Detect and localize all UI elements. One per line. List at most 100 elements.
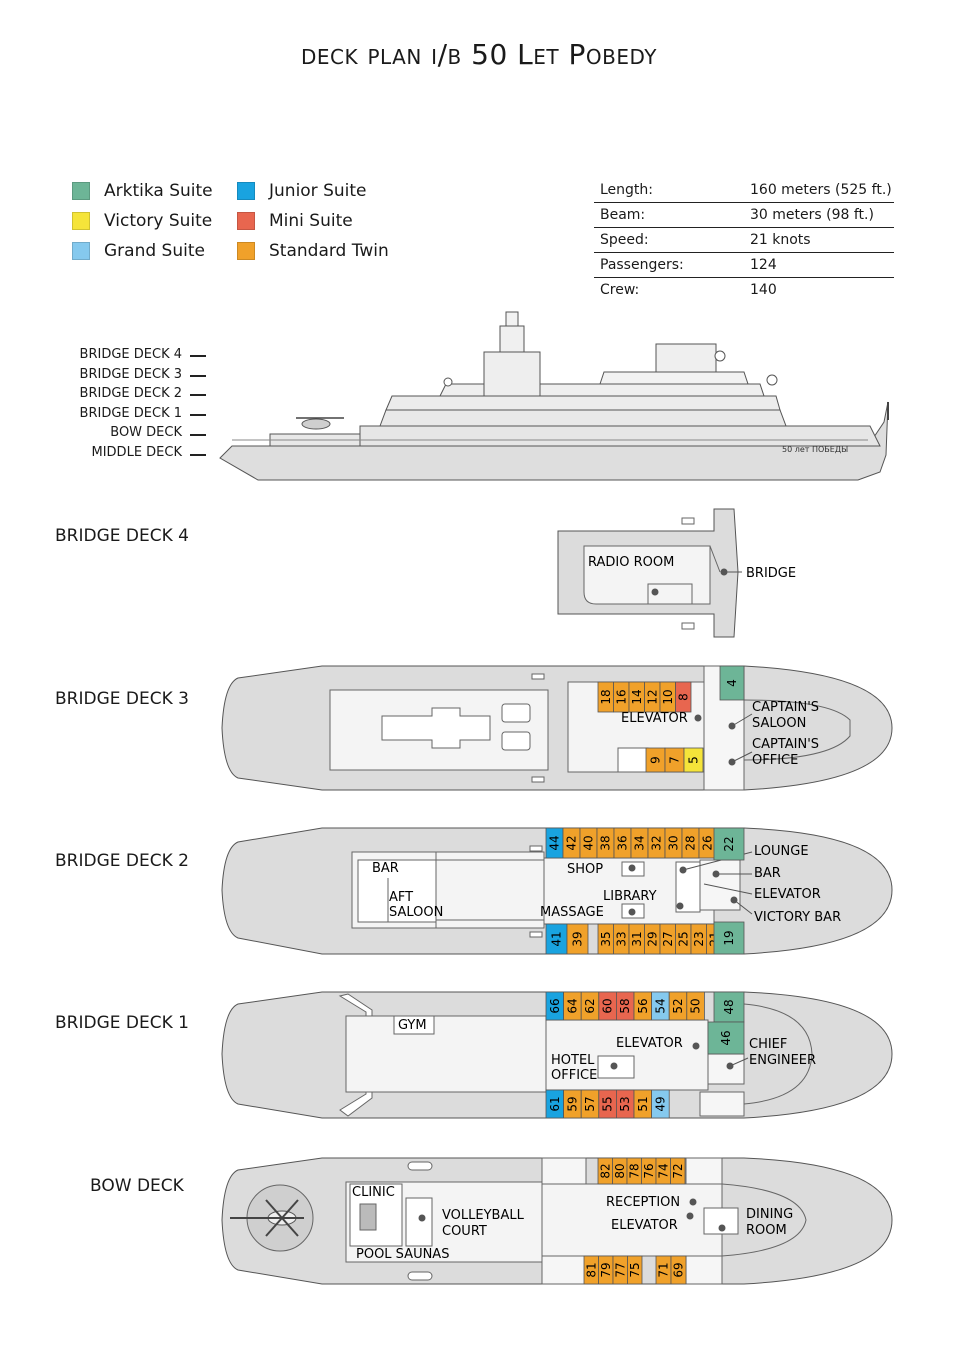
spec-row-beam: Beam: 30 meters (98 ft.) <box>594 203 894 228</box>
side-tick <box>190 375 206 377</box>
cabin-number: 71 <box>657 1262 671 1277</box>
ship-side-view <box>219 311 889 481</box>
legend-swatch <box>72 212 90 230</box>
spec-value: 140 <box>750 282 777 298</box>
cabin-4 <box>719 665 745 701</box>
cabin-number: 41 <box>550 931 564 946</box>
cabin-number: 57 <box>583 1096 597 1111</box>
cabin-number: 50 <box>689 998 703 1013</box>
cabin-number: 32 <box>650 835 664 850</box>
cabin-number: 44 <box>548 835 562 850</box>
label-bar: BAR <box>372 861 399 876</box>
cabin-number: 52 <box>671 998 685 1013</box>
legend-item-grand: Grand Suite <box>72 241 205 261</box>
cabin-number: 22 <box>722 836 736 851</box>
cabin-number: 26 <box>701 835 715 850</box>
bd1-cabins-fwd: 48 46 <box>707 991 745 1055</box>
label-captains-office-2: OFFICE <box>752 753 798 768</box>
label-hotel-office-1: HOTEL <box>551 1053 595 1068</box>
label-captains-saloon-1: CAPTAIN'S <box>752 700 819 715</box>
label-gym: GYM <box>398 1018 427 1033</box>
legend-item-victory: Victory Suite <box>72 211 212 231</box>
label-hotel-office-2: OFFICE <box>551 1068 597 1083</box>
label-reception: RECEPTION <box>606 1195 680 1210</box>
deck-label-bd1: BRIDGE DECK 1 <box>55 1013 189 1033</box>
label-library: LIBRARY <box>603 889 657 904</box>
radio-room-marker <box>651 588 659 596</box>
cabin-number: 42 <box>565 835 579 850</box>
cabin-number: 79 <box>599 1262 613 1277</box>
cabin-number: 80 <box>613 1163 627 1178</box>
cabin-number: 7 <box>668 756 682 764</box>
cabin-number: 46 <box>719 1030 733 1045</box>
label-dining-2: ROOM <box>746 1223 787 1238</box>
legend-swatch <box>72 182 90 200</box>
cabin-number: 48 <box>722 999 736 1014</box>
spec-value: 30 meters (98 ft.) <box>750 207 874 223</box>
spec-value: 124 <box>750 257 777 273</box>
label-bridge: BRIDGE <box>746 566 796 581</box>
cabin-number: 19 <box>722 930 736 945</box>
deck-label-bd3: BRIDGE DECK 3 <box>55 689 189 709</box>
cabin-number: 4 <box>725 679 739 687</box>
cabin-number: 60 <box>601 998 615 1013</box>
legend-item-arktika: Arktika Suite <box>72 181 213 201</box>
label-chief-engineer-2: ENGINEER <box>749 1053 816 1068</box>
cabin-number: 62 <box>583 998 597 1013</box>
cabin-number: 55 <box>601 1096 615 1111</box>
cabin-49 <box>651 1089 670 1119</box>
legend-label: Arktika Suite <box>104 181 213 201</box>
spec-key: Speed: <box>600 232 649 248</box>
spec-row-speed: Speed: 21 knots <box>594 228 894 253</box>
cabin-number: 58 <box>618 998 632 1013</box>
side-label-bow: BOW DECK <box>110 425 182 440</box>
cabin-69 <box>670 1255 687 1285</box>
side-tick <box>190 454 206 456</box>
cabin-72 <box>670 1157 686 1185</box>
legend-swatch <box>237 242 255 260</box>
cabin-number: 36 <box>616 835 630 850</box>
side-tick <box>190 434 206 436</box>
cabin-number: 59 <box>565 1096 579 1111</box>
label-pool-saunas: POOL SAUNAS <box>356 1247 449 1262</box>
cabin-5 <box>683 747 704 773</box>
cabin-number: 9 <box>649 756 663 764</box>
cabin-number: 16 <box>614 689 628 704</box>
label-elevator-2: ELEVATOR <box>754 887 821 902</box>
label-dining-1: DINING <box>746 1207 793 1222</box>
cabin-number: 81 <box>584 1262 598 1277</box>
cabin-number: 14 <box>630 689 644 704</box>
cabin-number: 23 <box>692 931 706 946</box>
label-elevator-3: ELEVATOR <box>616 1036 683 1051</box>
side-tick <box>190 394 206 396</box>
cabin-number: 29 <box>645 931 659 946</box>
cabin-number: 75 <box>628 1262 642 1277</box>
legend-item-standard: Standard Twin <box>237 241 389 261</box>
spec-key: Beam: <box>600 207 646 223</box>
deck-label-bow: BOW DECK <box>90 1176 184 1196</box>
cabin-number: 31 <box>630 931 644 946</box>
label-captains-saloon-2: SALOON <box>752 716 806 731</box>
label-lounge: LOUNGE <box>754 844 809 859</box>
cabin-number: 74 <box>656 1163 670 1178</box>
cabin-number: 53 <box>618 1096 632 1111</box>
legend-item-mini: Mini Suite <box>237 211 353 231</box>
cabin-number: 54 <box>653 998 667 1013</box>
spec-row-crew: Crew: 140 <box>594 278 894 302</box>
legend-swatch <box>237 212 255 230</box>
cabin-number: 78 <box>627 1163 641 1178</box>
label-clinic: CLINIC <box>352 1185 395 1200</box>
legend-label: Mini Suite <box>269 211 353 231</box>
cabin-75 <box>627 1255 643 1285</box>
label-massage: MASSAGE <box>540 905 604 920</box>
legend-label: Standard Twin <box>269 241 389 261</box>
legend-swatch <box>72 242 90 260</box>
cabin-number: 30 <box>667 835 681 850</box>
